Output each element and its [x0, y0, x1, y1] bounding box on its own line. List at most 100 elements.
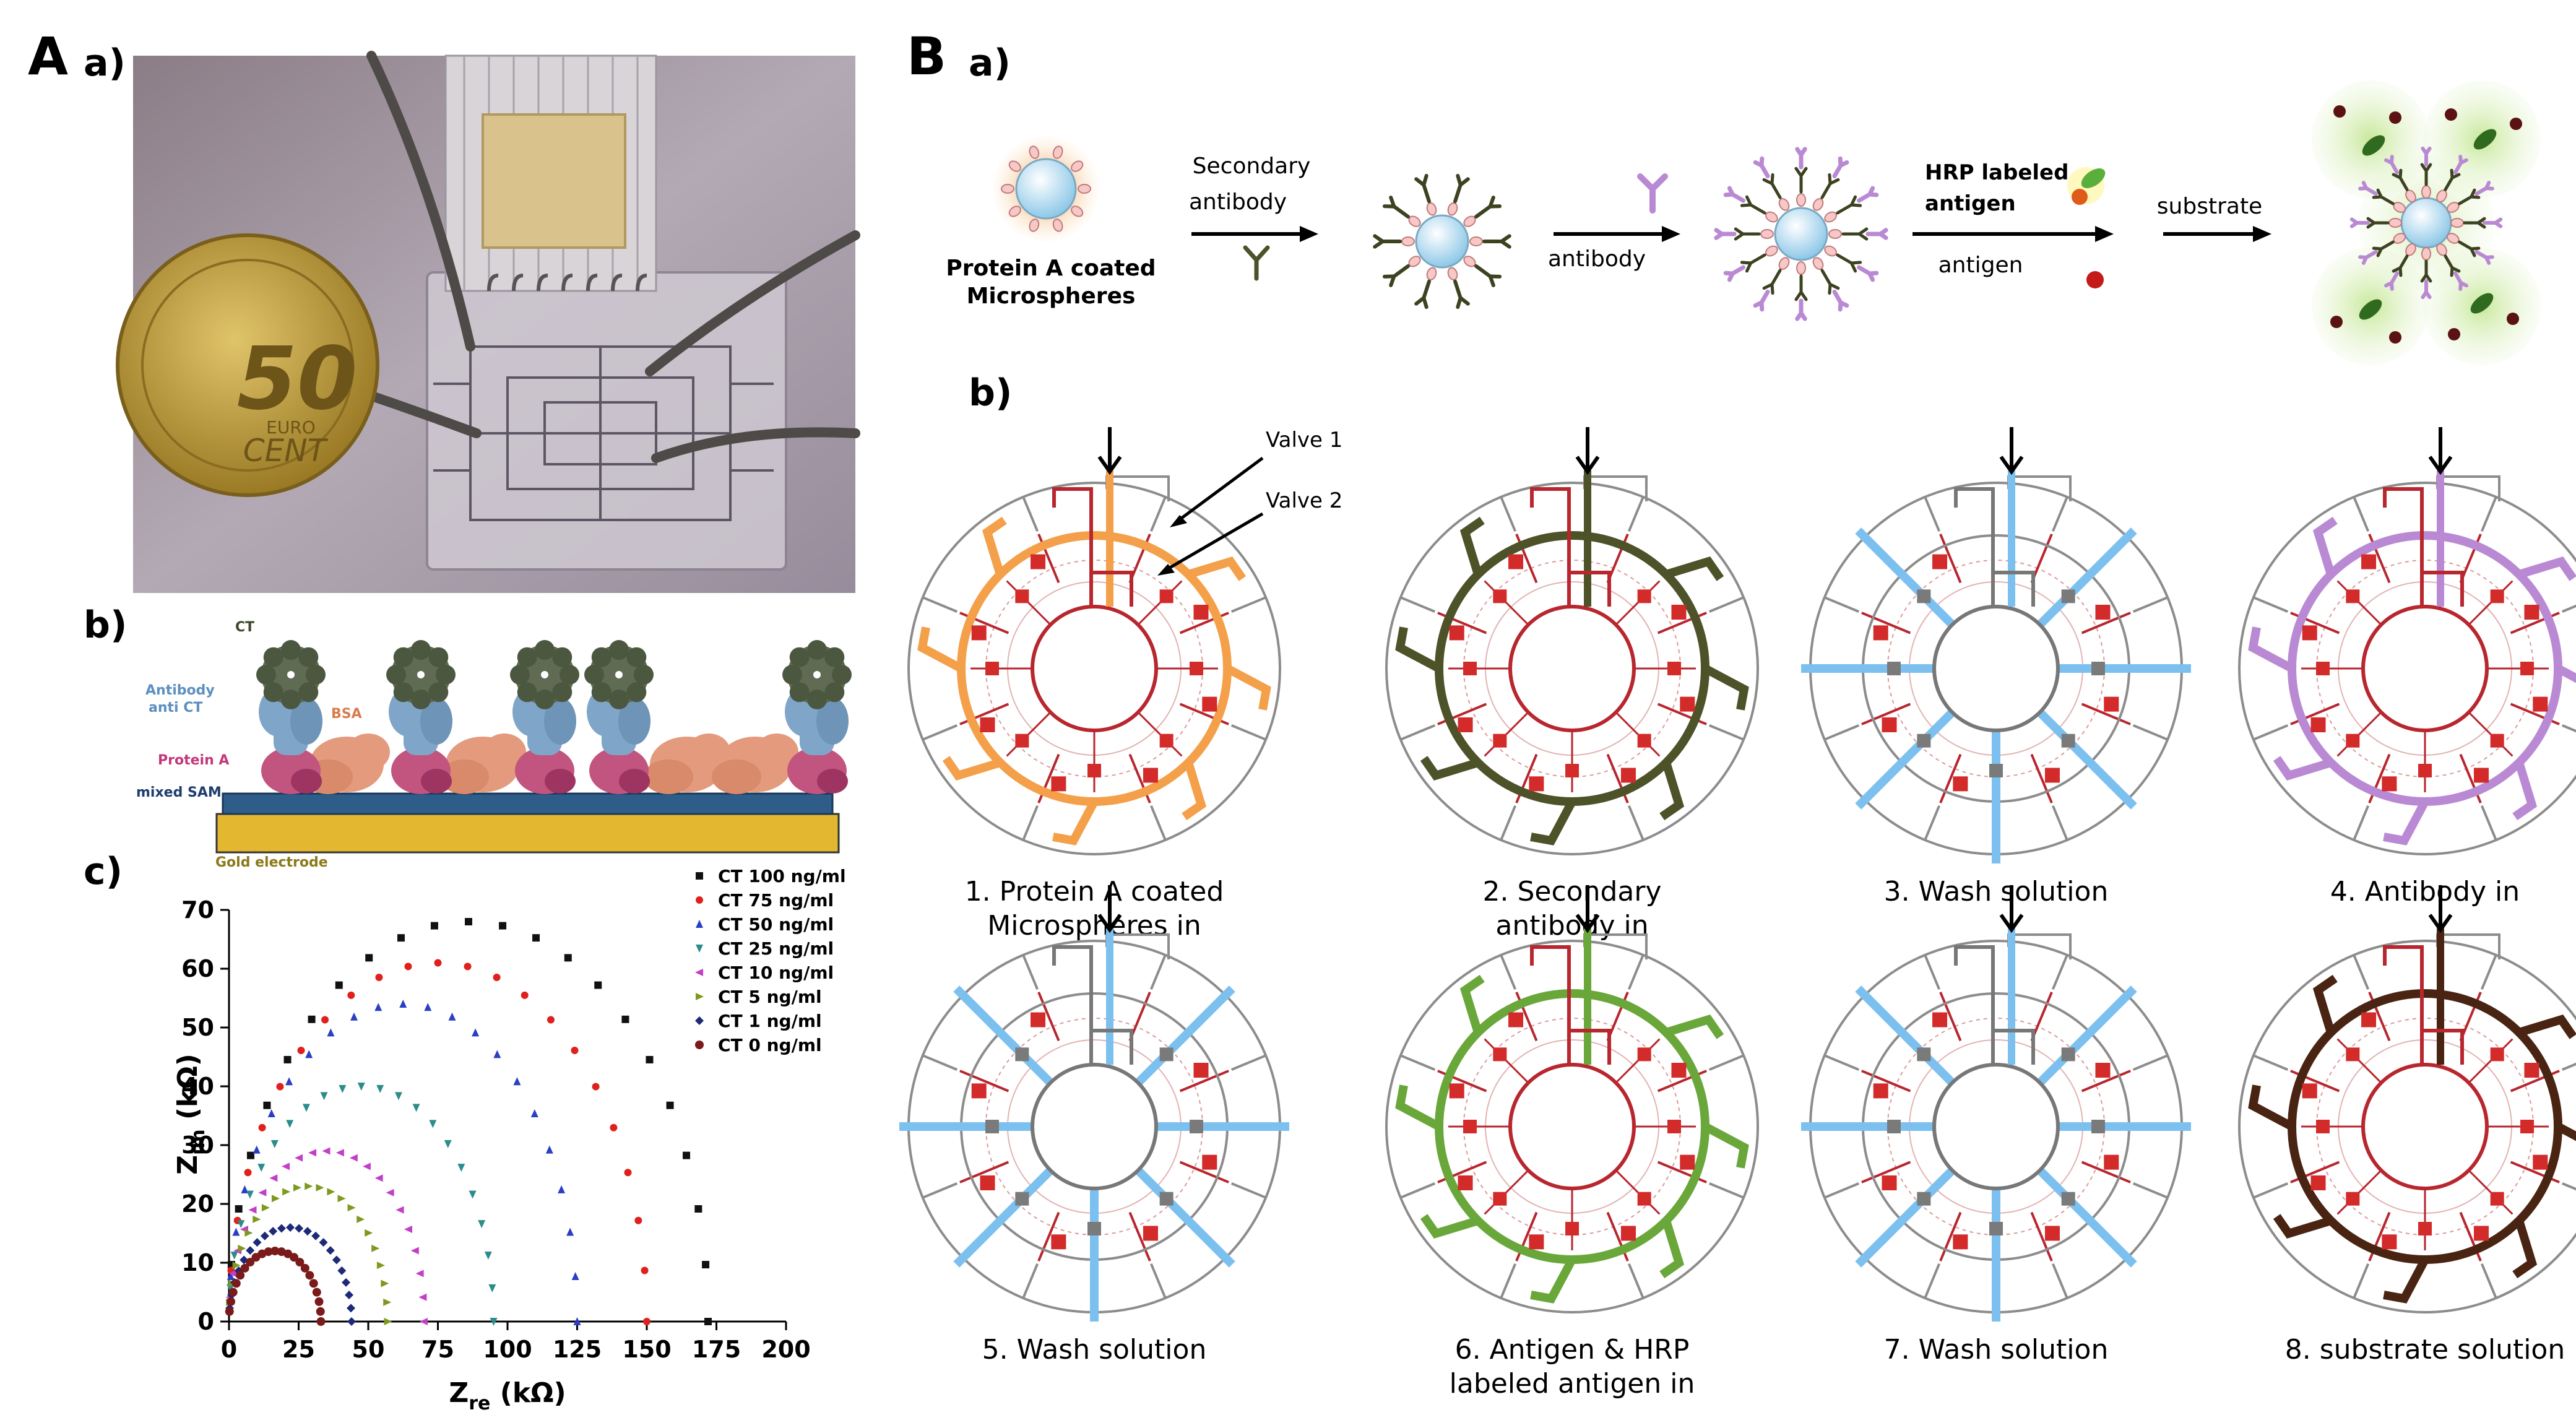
- data-point: [253, 1238, 261, 1247]
- data-point: [424, 1003, 431, 1011]
- x-tick-label: 25: [282, 1336, 315, 1363]
- data-point: [337, 1266, 346, 1275]
- data-point: [237, 1220, 244, 1228]
- data-point: [350, 1013, 358, 1021]
- data-point: [431, 922, 438, 930]
- data-point: [258, 1189, 266, 1196]
- chip-caption-line1: 3. Wash solution: [1884, 876, 2109, 907]
- data-point: [338, 1195, 346, 1202]
- series-2: [227, 1000, 581, 1325]
- antibody-icon: [1640, 176, 1665, 210]
- data-point: [448, 1013, 456, 1021]
- panel-label-A-b: b): [84, 604, 127, 647]
- chip-caption-line1: 4. Antibody in: [2330, 876, 2520, 907]
- data-point: [413, 1104, 420, 1112]
- data-point: [282, 1162, 290, 1170]
- data-point: [429, 1120, 436, 1128]
- x-tick-label: 50: [352, 1336, 385, 1363]
- data-point: [694, 1205, 702, 1213]
- data-point: [268, 1109, 275, 1117]
- data-point: [464, 963, 472, 970]
- data-point: [286, 1223, 295, 1232]
- panel-label-A-c: c): [84, 850, 123, 893]
- legend-marker: [696, 920, 703, 928]
- data-point: [493, 1050, 501, 1058]
- label-gold-electrode: Gold electrode: [215, 855, 328, 870]
- label-protein-a: Protein A: [158, 753, 229, 768]
- secondary-antibody-microsphere: [1375, 176, 1509, 307]
- data-point: [513, 1077, 521, 1085]
- data-point: [253, 1216, 261, 1223]
- data-point: [420, 1318, 428, 1325]
- data-point: [232, 1227, 240, 1235]
- data-point: [335, 982, 343, 989]
- legend-label: CT 10 ng/ml: [718, 963, 834, 983]
- data-point: [610, 1124, 617, 1132]
- data-point: [321, 1092, 328, 1100]
- chip-step-4: 4. Antibody in: [2239, 427, 2576, 907]
- inlet-arrow-icon: [1099, 427, 1120, 472]
- data-point: [272, 1195, 280, 1202]
- data-point: [229, 1288, 238, 1297]
- data-point: [416, 1270, 424, 1277]
- data-point: [225, 1307, 234, 1316]
- arrow3-label-below: antigen: [1938, 253, 2023, 278]
- data-point: [235, 1205, 243, 1213]
- data-point: [488, 1284, 496, 1292]
- chip-caption-line1: 8. substrate solution: [2285, 1334, 2565, 1365]
- data-point: [286, 1120, 293, 1128]
- data-point: [558, 1185, 565, 1193]
- data-point: [305, 1271, 314, 1279]
- data-point: [231, 1252, 238, 1260]
- reaction-scheme: Protein A coated Microspheres Secondary …: [946, 80, 2541, 365]
- data-point: [236, 1271, 244, 1279]
- mixed-sam-layer: [223, 794, 832, 814]
- label-ct: CT: [235, 620, 254, 635]
- legend-marker: [696, 945, 703, 953]
- data-point: [339, 1085, 346, 1093]
- panel-label-A-a: a): [84, 41, 126, 85]
- data-point: [411, 1247, 419, 1255]
- data-point: [376, 1085, 384, 1093]
- data-point: [457, 1164, 465, 1172]
- data-point: [308, 1149, 316, 1156]
- data-point: [309, 1279, 318, 1287]
- arrow1-label-line2: antibody: [1189, 189, 1287, 215]
- data-point: [313, 1288, 321, 1297]
- legend-label: CT 100 ng/ml: [718, 866, 846, 886]
- panel-label-B: B: [907, 26, 946, 87]
- data-point: [683, 1152, 690, 1159]
- panel-label-B-b: b): [969, 371, 1012, 415]
- data-point: [434, 959, 442, 967]
- hrp-antigen-icon: [2067, 165, 2109, 205]
- data-point: [319, 1238, 328, 1247]
- valve2-label: Valve 2: [1266, 488, 1342, 513]
- data-point: [232, 1279, 241, 1287]
- data-point: [257, 1164, 265, 1172]
- data-point: [285, 1077, 293, 1085]
- data-point: [262, 1204, 270, 1211]
- data-point: [572, 1272, 579, 1280]
- label-antibody: Antibody: [145, 683, 215, 698]
- data-point: [384, 1318, 392, 1325]
- data-point: [704, 1318, 712, 1325]
- chip-caption-line1: 7. Wash solution: [1884, 1334, 2109, 1365]
- data-point: [375, 1174, 383, 1182]
- legend-label: CT 75 ng/ml: [718, 890, 834, 911]
- data-point: [321, 1016, 329, 1023]
- data-point: [244, 1169, 251, 1176]
- legend-marker: [695, 969, 703, 976]
- panel-label-B-a: a): [969, 41, 1011, 85]
- data-point: [350, 1154, 358, 1162]
- data-point: [227, 1297, 235, 1306]
- panel-label-A: A: [28, 26, 68, 87]
- bsa-protein: [439, 733, 526, 794]
- y-tick-label: 10: [181, 1249, 214, 1276]
- data-point: [404, 963, 412, 970]
- x-tick-label: 200: [761, 1336, 810, 1363]
- legend-marker: [696, 872, 703, 880]
- data-point: [327, 1028, 334, 1036]
- data-point: [592, 1083, 600, 1091]
- protein-a-microsphere: [993, 136, 1099, 241]
